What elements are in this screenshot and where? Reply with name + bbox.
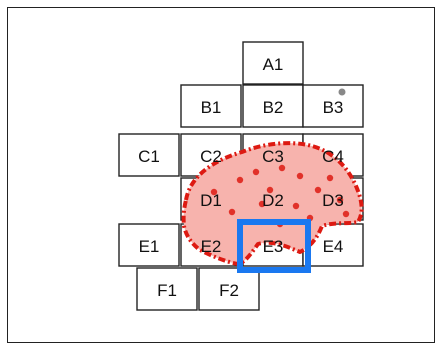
region-speckle	[237, 177, 243, 183]
cell-label-d3: D3	[322, 191, 344, 210]
cell-label-e4: E4	[323, 237, 344, 256]
cell-label-b2: B2	[263, 98, 284, 117]
cell-label-c3: C3	[262, 147, 284, 166]
region-speckle	[293, 203, 299, 209]
cell-label-f1: F1	[157, 281, 177, 300]
cell-label-e1: E1	[139, 237, 160, 256]
cell-label-e2: E2	[201, 237, 222, 256]
cell-label-c1: C1	[138, 147, 160, 166]
cell-label-a1: A1	[263, 55, 284, 74]
cell-label-c4: C4	[322, 147, 344, 166]
region-speckle	[253, 169, 259, 175]
region-speckle	[327, 175, 333, 181]
region-speckle	[229, 209, 235, 215]
region-speckle	[297, 173, 303, 179]
cell-label-e3: E3	[263, 237, 284, 256]
cell-label-c2: C2	[200, 147, 222, 166]
region-speckle	[315, 187, 321, 193]
cell-label-d1: D1	[200, 191, 222, 210]
cell-label-b1: B1	[201, 98, 222, 117]
cell-label-f2: F2	[219, 281, 239, 300]
cell-label-b3: B3	[323, 98, 344, 117]
cell-label-d2: D2	[262, 191, 284, 210]
region-speckle	[343, 211, 349, 217]
marker-dot	[339, 89, 346, 96]
